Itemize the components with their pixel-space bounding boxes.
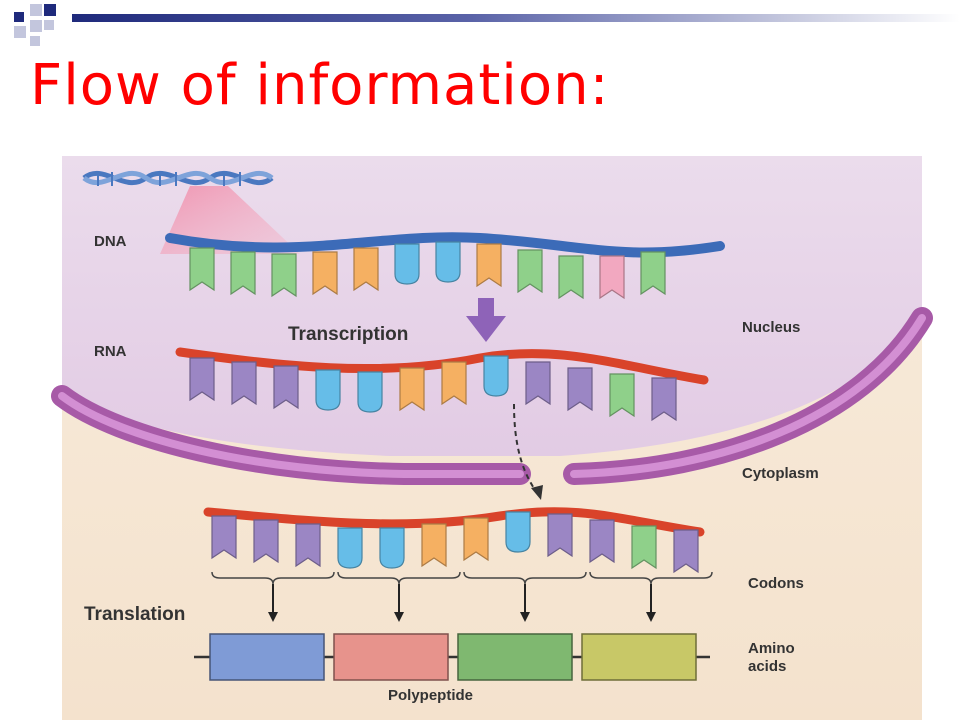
nuclear-membrane-left-inner — [58, 392, 524, 478]
title-underbar-decoration — [72, 14, 960, 22]
corner-squares-decoration — [14, 4, 56, 46]
label-amino-line1: Amino — [748, 640, 795, 657]
translation-arrowhead — [520, 612, 530, 622]
rna-base-orange — [399, 367, 425, 412]
slide-title: Flow of information: — [30, 53, 610, 118]
dna-base-pink — [599, 255, 625, 300]
codon-braces — [211, 571, 713, 622]
mrna-base-purple — [211, 515, 237, 560]
rna-base-purple — [189, 357, 215, 402]
dna-base-green — [271, 253, 297, 298]
mrna-base-blue — [505, 511, 531, 553]
mrna-base-purple — [253, 519, 279, 564]
dna-base-orange — [353, 247, 379, 292]
mrna-export-arrow — [513, 403, 539, 495]
dna-base-green — [189, 247, 215, 292]
mrna-bases — [211, 511, 699, 574]
mrna-base-blue — [379, 527, 405, 569]
mrna-base-purple — [547, 513, 573, 558]
mrna-base-orange — [421, 523, 447, 568]
mrna-export-arrowhead — [531, 485, 543, 500]
translation-arrowhead — [394, 612, 404, 622]
rna-base-blue — [483, 355, 509, 397]
dna-base-blue — [394, 243, 420, 285]
rna-base-purple — [567, 367, 593, 412]
dna-bases — [189, 241, 666, 300]
rna-strand — [175, 347, 709, 385]
rna-bases — [189, 355, 677, 422]
dna-strand — [165, 232, 725, 258]
rna-base-blue — [315, 369, 341, 411]
dna-base-green — [517, 249, 543, 294]
transcription-arrow-icon — [466, 298, 506, 342]
translation-arrowhead — [268, 612, 278, 622]
mrna-base-purple — [295, 523, 321, 568]
mrna-base-green — [631, 525, 657, 570]
label-transcription: Transcription — [288, 324, 408, 345]
label-rna: RNA — [94, 343, 127, 360]
label-nucleus: Nucleus — [742, 319, 800, 336]
mrna-base-purple — [673, 529, 699, 574]
rna-base-purple — [525, 361, 551, 406]
amino-acid-green — [457, 633, 573, 681]
nuclear-membrane-right-inner — [570, 314, 926, 478]
mrna-base-purple — [589, 519, 615, 564]
amino-acid-blue — [209, 633, 325, 681]
dna-helix-icon — [82, 170, 274, 186]
dna-base-green — [558, 255, 584, 300]
label-amino-line2: acids — [748, 658, 786, 675]
mrna-strand — [203, 507, 705, 537]
label-polypeptide: Polypeptide — [388, 687, 473, 704]
rna-base-purple — [651, 377, 677, 422]
mrna-base-blue — [337, 527, 363, 569]
amino-acid-red — [333, 633, 449, 681]
translation-arrowhead — [646, 612, 656, 622]
label-dna: DNA — [94, 233, 127, 250]
label-cytoplasm: Cytoplasm — [742, 465, 819, 482]
amino-acid-olive — [581, 633, 697, 681]
mrna-base-orange — [463, 517, 489, 562]
rna-base-green — [609, 373, 635, 418]
amino-acid-blocks — [209, 633, 697, 681]
dna-base-green — [230, 251, 256, 296]
dna-base-orange — [476, 243, 502, 288]
rna-base-orange — [441, 361, 467, 406]
rna-base-blue — [357, 371, 383, 413]
dna-base-orange — [312, 251, 338, 296]
label-translation: Translation — [84, 604, 185, 625]
rna-base-purple — [273, 365, 299, 410]
dna-base-blue — [435, 241, 461, 283]
rna-base-purple — [231, 361, 257, 406]
dna-base-green — [640, 251, 666, 296]
label-codons: Codons — [748, 575, 804, 592]
